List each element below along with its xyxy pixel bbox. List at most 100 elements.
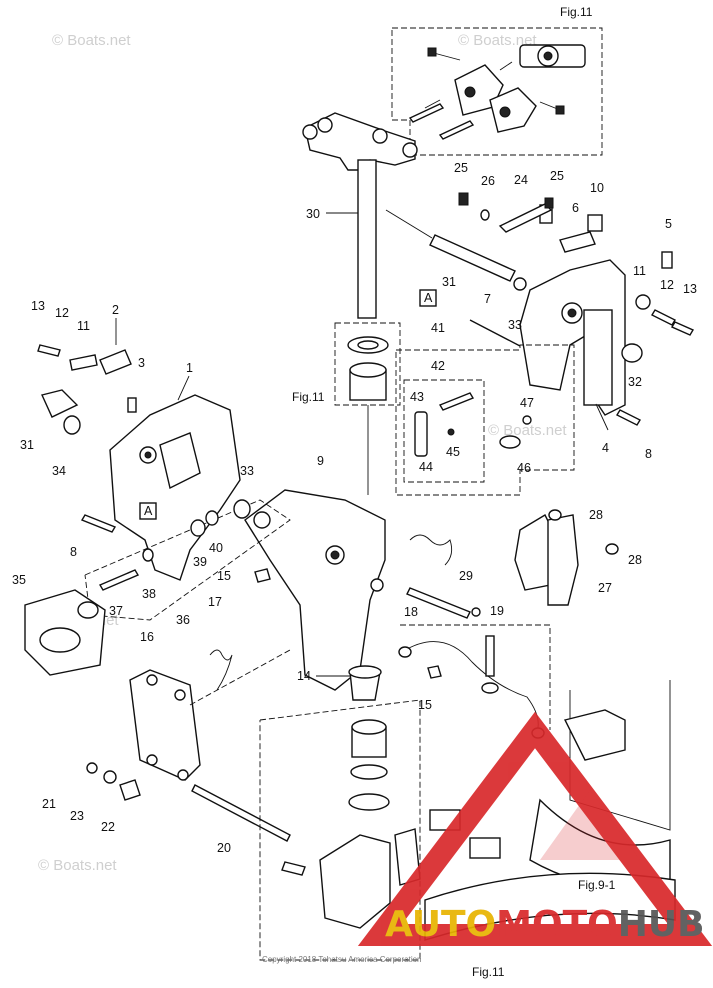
section-a-upper: A [419,289,521,347]
part-5 [661,251,673,269]
callout: 39 [193,555,207,569]
copyright-notice: Copyright 2018 Tohatsu America Corporati… [262,955,422,964]
callout: 14 [297,669,311,683]
callout: 6 [572,201,579,215]
callout: 2 [112,303,119,317]
callout: 36 [176,613,190,627]
fig11-bushing-detail: Fig.11 [292,322,401,495]
callout: 9 [317,454,324,468]
callout: 41 [431,321,445,335]
callout: 10 [590,181,604,195]
callout: 7 [484,292,491,306]
part-32 [621,343,643,363]
callout: 33 [240,464,254,478]
part-6-pad [559,231,596,253]
fig11-left-label: Fig.11 [292,390,325,404]
watermark: © Boats.net [458,32,537,49]
logo-wordmark: AUTOMOTOHUB [385,904,705,945]
callout: 12 [660,278,674,292]
callout: 47 [520,396,534,410]
swivel-bracket [244,489,442,701]
callout-labels: 1 2 3 4 5 6 7 8 8 9 10 11 11 12 12 13 13… [12,161,697,855]
callout: 11 [633,264,646,278]
callout: 25 [454,161,468,175]
callout: 18 [404,605,418,619]
callout: 30 [306,207,320,221]
steering-shaft-assembly [302,112,418,319]
callout: 29 [459,569,473,583]
part-8-bolt-left [80,514,117,533]
callout: 17 [208,595,222,609]
watermark: © Boats.net [52,32,131,49]
part-43-spring [438,392,475,411]
fig11-top-label: Fig.11 [560,5,593,19]
callout: 13 [683,282,697,296]
callout: 46 [517,461,531,475]
callout: 22 [101,820,115,834]
fig9-1-label: Fig.9-1 [578,878,616,892]
trim-assist-group [395,344,575,496]
right-clamp-bracket [519,204,695,431]
callout: 24 [514,173,528,187]
fig11-bottom-label: Fig.11 [472,965,505,979]
left-clamp-bracket [37,344,241,581]
callout: 26 [481,174,495,188]
callout: 4 [602,441,609,455]
callout: 19 [490,604,504,618]
steering-shaft [357,159,377,319]
callout: 32 [628,375,642,389]
callout: 3 [138,356,145,370]
callout: 38 [142,587,156,601]
watermark: © Boats.net [38,857,117,874]
callout: 8 [645,447,652,461]
callout: 12 [55,306,69,320]
part-44 [414,411,428,457]
tilt-pin-upper [385,209,527,291]
trim-knob [24,589,106,676]
callout: 44 [419,460,433,474]
part-29-spring [409,534,453,566]
callout: 20 [217,841,231,855]
tilt-lock-linkage [458,192,554,233]
callout: 40 [209,541,223,555]
part-11-bushing [69,354,98,371]
callout: 35 [12,573,26,587]
part-2-pad [99,349,132,375]
steering-bracket [304,112,416,171]
fig11-top-detail: Fig.11 [391,5,603,156]
callout: 43 [410,390,424,404]
part-31-pin-end [41,389,79,418]
callout: 1 [186,361,193,375]
part-17-spring [209,649,233,691]
callout: 25 [550,169,564,183]
part-37-bolt [98,569,140,591]
section-marker: A [424,291,433,305]
callout: 28 [589,508,603,522]
ground-wire [398,635,545,739]
callout: 15 [217,569,231,583]
reverse-lock-bracket [86,649,291,842]
callout: 28 [628,553,642,567]
callout: 13 [31,299,45,313]
part-8-bolt [616,409,641,426]
part-18-pin [406,587,471,619]
part-3 [127,397,137,413]
callout: 42 [431,359,445,373]
callout: 8 [70,545,77,559]
callout: 27 [598,581,612,595]
callout: 33 [508,318,522,332]
bracket-hardware-group: A [80,499,291,621]
callout: 21 [42,797,56,811]
callout: 34 [52,464,66,478]
callout: 37 [109,604,123,618]
tilt-springs-and-pins [406,509,619,619]
callout: 23 [70,809,84,823]
fig11-bottom-detail: Fig.11 Copyright 2018 Tohatsu America Co… [259,624,551,979]
callout: 31 [442,275,456,289]
part-34 [63,415,81,435]
part-10 [587,214,603,232]
watermark: © Boats.net [488,422,567,439]
automotohub-logo: AUTOMOTOHUB [357,711,713,946]
section-marker: A [144,504,153,518]
